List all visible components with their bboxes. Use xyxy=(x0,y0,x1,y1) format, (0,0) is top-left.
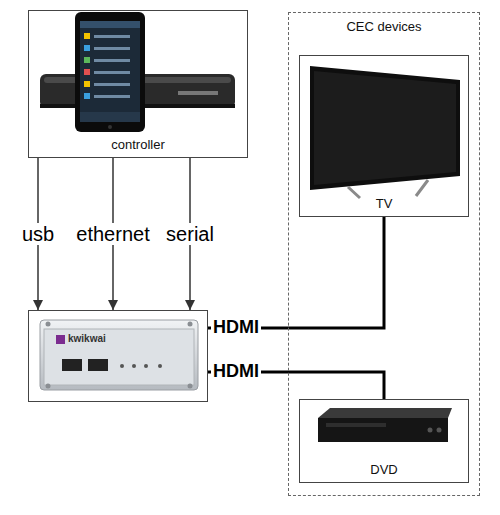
tv-set xyxy=(310,66,460,198)
status-led xyxy=(158,364,162,368)
hdmi-cable xyxy=(208,217,384,328)
interface-label: ethernet xyxy=(74,223,151,245)
status-led xyxy=(144,364,148,368)
app-row xyxy=(94,47,130,50)
tablet-bar xyxy=(80,21,140,28)
app-row xyxy=(94,59,130,62)
dvd-front xyxy=(318,418,448,442)
interface-label: usb xyxy=(20,223,56,245)
device-logo xyxy=(56,335,65,344)
screw xyxy=(188,322,193,327)
app-icon xyxy=(84,33,90,39)
controller-box: controller xyxy=(28,10,248,158)
dvd-button xyxy=(437,428,442,433)
tablet-nav xyxy=(80,112,140,122)
device-body xyxy=(40,320,198,390)
node-label: kwikwai xyxy=(68,333,106,345)
status-led xyxy=(120,364,124,368)
group-box: CEC devicesTV DVD xyxy=(288,12,480,496)
device-front xyxy=(44,329,194,385)
dvd-tray xyxy=(326,423,386,427)
node-label: controller xyxy=(29,138,247,153)
device-box: TV xyxy=(299,55,469,217)
cable-label: HDMI xyxy=(211,318,261,338)
usb-port xyxy=(62,359,82,371)
dvd-player xyxy=(318,408,452,442)
app-row xyxy=(94,95,130,98)
dvd-button xyxy=(428,428,433,433)
device-box: kwikwai xyxy=(28,310,208,402)
app-icon xyxy=(84,69,90,75)
interface-label: serial xyxy=(164,223,216,245)
app-icon xyxy=(84,81,90,87)
tablet-body xyxy=(75,12,145,132)
device-box: DVD xyxy=(299,399,469,483)
tablet-button xyxy=(108,125,112,129)
settop-display xyxy=(178,91,218,95)
app-row xyxy=(94,71,130,74)
app-icon xyxy=(84,93,90,99)
cable-label: HDMI xyxy=(211,362,261,382)
tv-stand xyxy=(348,180,428,198)
app-row xyxy=(94,83,130,86)
screw xyxy=(188,384,193,389)
tablet-screen xyxy=(80,21,140,122)
group-label: CEC devices xyxy=(289,20,479,35)
app-row xyxy=(94,35,130,38)
dvd-top xyxy=(318,408,452,418)
app-icon xyxy=(84,45,90,51)
tv-screen xyxy=(314,71,456,185)
usb-port xyxy=(88,359,108,371)
app-icon xyxy=(84,57,90,63)
screw xyxy=(46,322,51,327)
node-label: TV xyxy=(300,197,468,212)
screw xyxy=(46,384,51,389)
kwikwai-device xyxy=(40,320,198,390)
tablet xyxy=(75,12,145,132)
status-led xyxy=(132,364,136,368)
node-label: DVD xyxy=(300,463,468,478)
tv-bezel xyxy=(310,66,460,190)
